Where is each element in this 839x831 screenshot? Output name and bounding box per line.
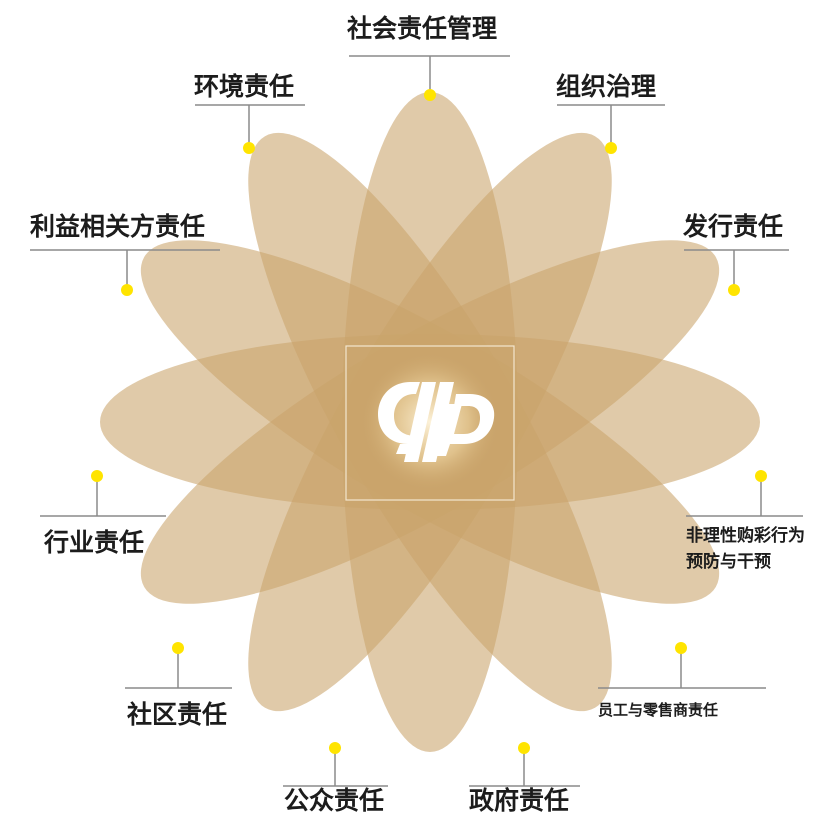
logo-slash-1 xyxy=(404,382,436,462)
connector-dot-upper-right xyxy=(605,142,617,154)
logo-slash-2 xyxy=(422,382,454,462)
connector-dot-left-high xyxy=(121,284,133,296)
connector-dot-right xyxy=(755,470,767,482)
connector-dot-lower-right xyxy=(675,642,687,654)
label-stakeholder-responsibility: 利益相关方责任 xyxy=(30,212,206,241)
label-community-responsibility: 社区责任 xyxy=(127,700,228,729)
label-irrational-lottery-line2: 预防与干预 xyxy=(686,552,771,572)
connector-dot-bottom-right xyxy=(518,742,530,754)
connector-dot-upper-left xyxy=(243,142,255,154)
connectors xyxy=(30,55,803,787)
connector-dot-top xyxy=(424,89,436,101)
cdp-logo xyxy=(378,382,495,462)
label-environmental-responsibility: 环境责任 xyxy=(194,72,295,101)
center-frame xyxy=(345,345,515,501)
label-social-responsibility-management: 社会责任管理 xyxy=(347,14,498,43)
label-organizational-governance: 组织治理 xyxy=(556,72,657,101)
label-staff-retailer-responsibility: 员工与零售商责任 xyxy=(598,701,719,719)
logo-c-shape xyxy=(378,382,420,454)
label-government-responsibility: 政府责任 xyxy=(469,786,570,815)
connector-dot-left xyxy=(91,470,103,482)
label-issuance-responsibility: 发行责任 xyxy=(683,212,784,241)
label-irrational-lottery-line1: 非理性购彩行为 xyxy=(686,526,805,546)
connector-dot-lower-left xyxy=(172,642,184,654)
logo-p-shape xyxy=(434,394,495,456)
label-industry-responsibility: 行业责任 xyxy=(44,528,145,557)
connector-dot-bottom-left xyxy=(329,742,341,754)
label-public-responsibility: 公众责任 xyxy=(284,786,385,815)
connector-dot-right-high xyxy=(728,284,740,296)
